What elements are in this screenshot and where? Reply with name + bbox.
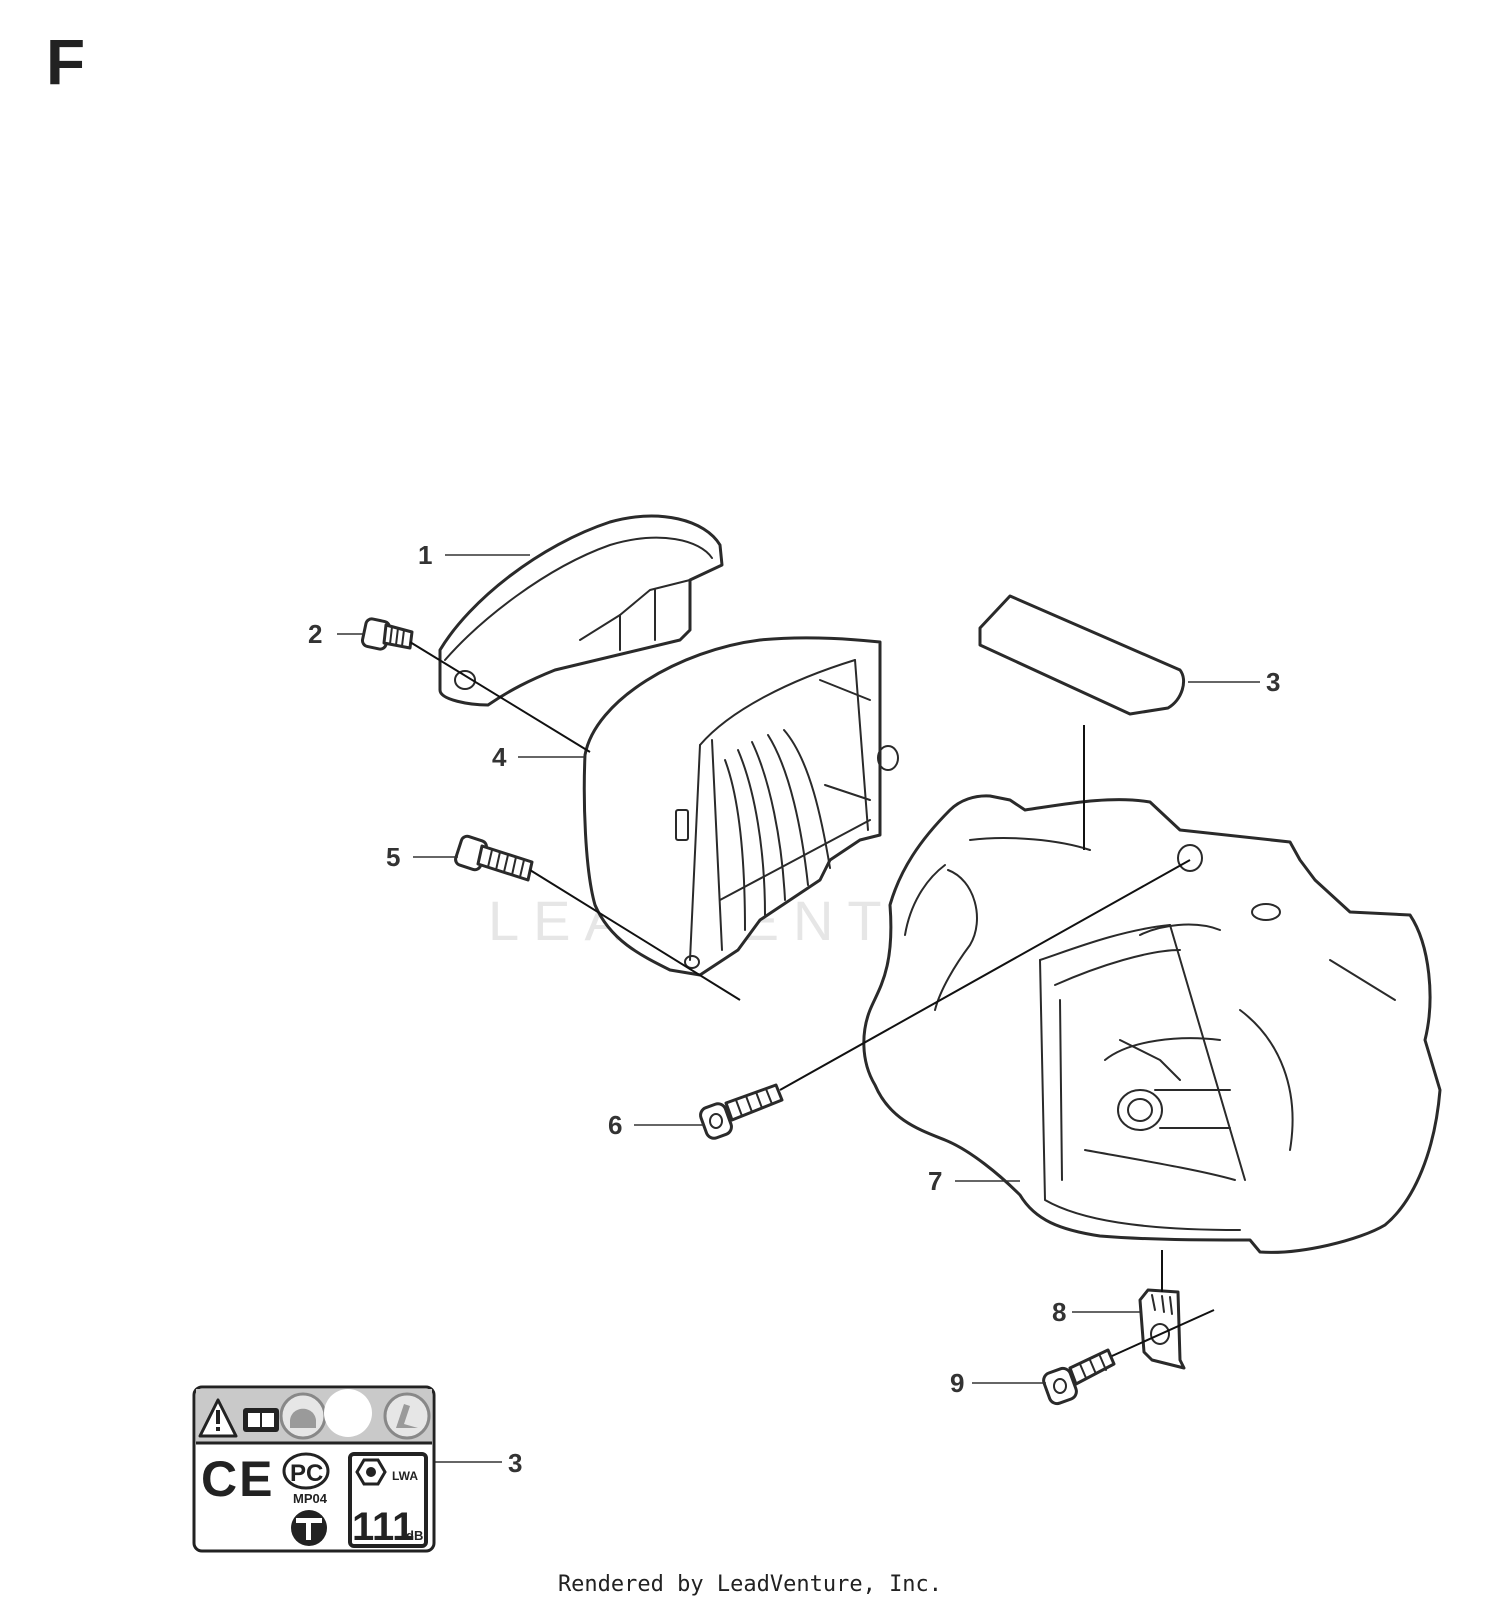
pc-certification-mark: PC MP04 xyxy=(282,1452,330,1506)
part-2-screw xyxy=(360,617,414,651)
callout-1: 1 xyxy=(418,540,432,570)
part-5-screw xyxy=(454,834,534,882)
callout-4: 4 xyxy=(492,742,507,772)
callout-5: 5 xyxy=(386,842,400,872)
sound-level-value: 111 xyxy=(352,1505,414,1549)
part-1-top-cover xyxy=(438,514,724,707)
callout-2: 2 xyxy=(308,619,322,649)
sound-level-unit: dB xyxy=(406,1528,423,1543)
callout-6: 6 xyxy=(608,1110,622,1140)
callout-3-decal-label: 3 xyxy=(1266,667,1280,697)
warning-triangle-icon xyxy=(198,1398,238,1438)
section-letter: F xyxy=(46,26,86,98)
callout-8: 8 xyxy=(1052,1297,1066,1327)
blank-symbol-circle xyxy=(324,1389,372,1437)
assembly-axis-lines xyxy=(409,641,1215,1357)
protective-gear-icon xyxy=(279,1392,327,1440)
callout-7: 7 xyxy=(928,1166,942,1196)
sound-power-box: LWA 111 dB xyxy=(348,1452,428,1549)
part-9-screw xyxy=(1042,1348,1116,1406)
part-4-cylinder-cover xyxy=(582,636,899,977)
callout-leader-lines xyxy=(337,554,1260,1463)
part-3-decal-label xyxy=(978,594,1185,716)
pc-mark-code: MP04 xyxy=(293,1491,328,1506)
pc-mark-text: PC xyxy=(290,1460,323,1487)
read-manual-icon xyxy=(243,1408,279,1432)
part-6-screw xyxy=(699,1083,784,1140)
callout-3-warning-decal: 3 xyxy=(508,1448,522,1478)
safety-boot-icon xyxy=(383,1392,431,1440)
ce-mark: CE xyxy=(201,1451,274,1507)
footer-credit: Rendered by LeadVenture, Inc. xyxy=(557,1572,943,1597)
part-7-main-housing xyxy=(862,794,1442,1254)
part-3-warning-decal: CE PC MP04 LWA 111 dB xyxy=(192,1385,436,1553)
lwa-label: LWA xyxy=(392,1469,418,1483)
eac-certification-icon xyxy=(291,1510,327,1546)
callout-9: 9 xyxy=(950,1368,964,1398)
part-8-clip xyxy=(1138,1288,1186,1370)
